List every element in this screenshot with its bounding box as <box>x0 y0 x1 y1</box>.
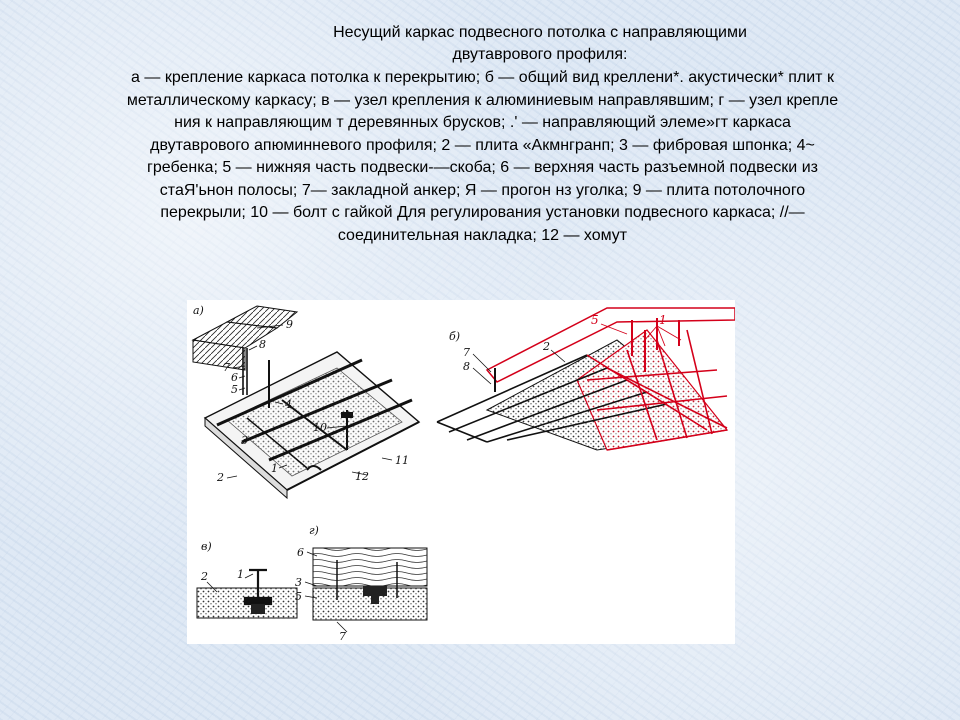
callout-a-2: 2 <box>216 471 224 484</box>
figure-drawing: а) <box>191 304 736 643</box>
callout-b-1: 1 <box>659 313 667 327</box>
caption-line: гребенка; 5 — нижняя часть подвески-—ско… <box>147 159 818 176</box>
rail <box>286 421 420 491</box>
cross-rail <box>246 417 308 469</box>
rail <box>216 358 363 427</box>
caption-line: а — крепление каркаса потолка к перекрыт… <box>131 69 834 86</box>
slide-title: Несущий каркас подвесного потолка с напр… <box>333 24 747 63</box>
callout-b-7: 7 <box>463 346 470 359</box>
callout-v-1: 1 <box>237 568 244 581</box>
panel-a-label: а) <box>193 304 204 317</box>
tile-grid-red <box>586 329 728 451</box>
callout-v-2: 2 <box>200 570 208 583</box>
fiber-key <box>251 604 265 614</box>
callout-a-5: 5 <box>231 383 238 396</box>
wood-beam <box>312 547 428 587</box>
caption-line: стаЯ'ьнон полосы; 7— закладной анкер; Я … <box>159 181 806 199</box>
callout-b-5: 5 <box>591 313 599 327</box>
slab-block-1-front <box>192 339 246 371</box>
callout-g-5: 5 <box>295 590 302 603</box>
callout-a-12: 12 <box>355 470 369 483</box>
caption-line: соединительная накладка; 12 — хомут <box>337 226 628 244</box>
callout-a-4: 4 <box>284 398 292 411</box>
clamp <box>306 465 322 471</box>
callout-b-8: 8 <box>463 360 470 373</box>
callout-a-9: 9 <box>286 318 293 331</box>
panel-v: в) 2 1 <box>196 540 298 619</box>
tile-grid-dark <box>436 354 668 443</box>
caption-line: ния к направляющим т деревянных брусков;… <box>174 114 791 131</box>
panel-a: а) <box>191 304 421 500</box>
panel-b: б) <box>436 307 736 451</box>
ceiling-edge <box>204 416 288 500</box>
callout-a-11: 11 <box>395 454 409 467</box>
caption-line: перекрыли; 10 — болт с гайкой Для регули… <box>160 204 805 221</box>
panel-v-label: в) <box>201 540 212 553</box>
callout-a-8: 8 <box>259 338 266 351</box>
panel-g: г) 6 3 5 7 <box>295 524 428 643</box>
callout-a-1: 1 <box>271 462 278 475</box>
i-beam-profile <box>243 568 273 606</box>
slab-block-2 <box>225 305 299 329</box>
callout-g-6: 6 <box>297 546 304 559</box>
bolt-nut <box>341 412 353 418</box>
callout-a-6: 6 <box>231 371 238 384</box>
callout-b-2: 2 <box>542 340 550 353</box>
rail <box>241 378 393 444</box>
caption-line: металлическому каркасу; в — узел креплен… <box>126 91 839 109</box>
ceiling-frame-figure: а) <box>187 300 736 644</box>
panel-b-leaders <box>472 349 566 385</box>
callout-g-3: 3 <box>295 576 302 589</box>
callout-a-10: 10 <box>313 421 327 434</box>
panel-b-label: б) <box>449 330 460 343</box>
panel-b-leaders-red <box>600 323 682 347</box>
rail <box>268 398 413 462</box>
cross-rail <box>281 399 348 451</box>
profile-g <box>363 586 387 604</box>
caption-line: двутаврового апюминневого профиля; 2 — п… <box>150 136 815 154</box>
callout-a-3: 3 <box>241 434 248 447</box>
hanger <box>242 348 248 395</box>
slide-caption: а — крепление каркаса потолка к перекрыт… <box>55 67 910 247</box>
panel-a-leaders <box>226 324 393 479</box>
hangers-red <box>631 318 680 372</box>
panel-g-label: г) <box>309 524 319 537</box>
callout-a-7: 7 <box>223 361 230 374</box>
callout-g-7: 7 <box>339 630 346 643</box>
